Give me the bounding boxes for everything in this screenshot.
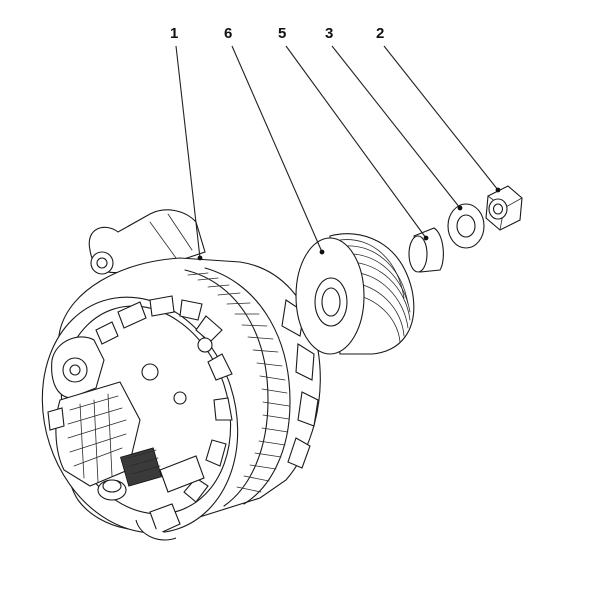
callout-labels: 1 6 5 3 2 xyxy=(170,25,384,42)
washer xyxy=(447,203,485,249)
alternator-body xyxy=(41,209,321,541)
pulley xyxy=(295,233,415,355)
nut xyxy=(485,185,523,231)
leader-1-dot xyxy=(197,255,203,261)
leader-6-dot xyxy=(319,249,325,255)
front-housing-vents xyxy=(281,299,319,469)
leader-2 xyxy=(383,45,499,191)
regulator-assembly xyxy=(47,336,213,493)
callout-1: 1 xyxy=(170,25,178,42)
leader-lines xyxy=(175,45,501,261)
callout-5: 5 xyxy=(278,25,286,42)
leader-2-dot xyxy=(495,187,501,193)
leader-5-dot xyxy=(423,235,429,241)
terminal-stud xyxy=(97,479,181,541)
rear-cover-slots xyxy=(95,295,233,503)
leader-3-dot xyxy=(457,205,463,211)
callout-3: 3 xyxy=(325,25,333,42)
leader-5 xyxy=(285,45,427,239)
leader-6 xyxy=(231,45,323,253)
leader-1 xyxy=(175,45,201,259)
stator-fins xyxy=(184,267,291,507)
callout-2: 2 xyxy=(376,25,384,42)
leader-3 xyxy=(331,45,461,209)
spacer-sleeve xyxy=(408,227,444,273)
callout-6: 6 xyxy=(224,25,232,42)
